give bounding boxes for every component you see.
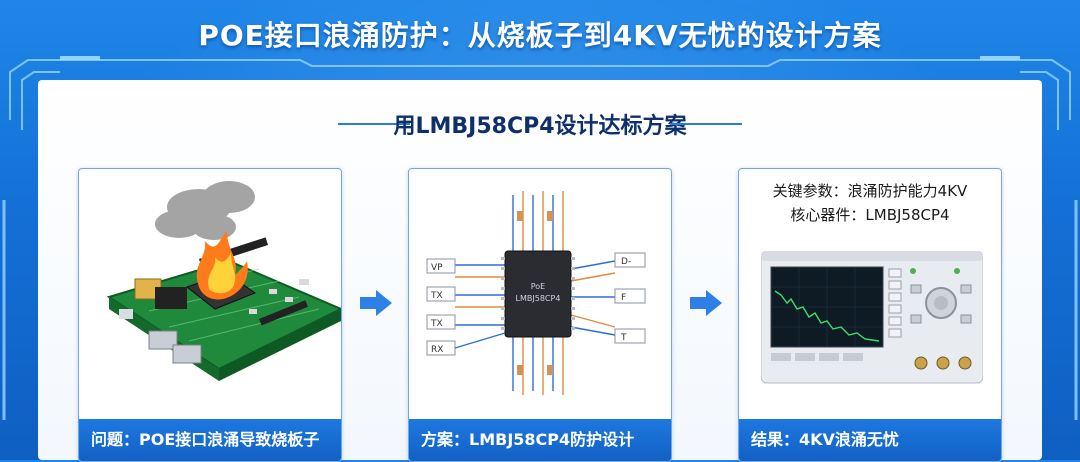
right-arrow-icon bbox=[360, 290, 392, 316]
subtitle-row: 用LMBJ58CP4设计达标方案 bbox=[38, 108, 1042, 139]
chip-label-line1: PoE bbox=[531, 282, 546, 291]
result-card: 关键参数：浪涌防护能力4KV 核心器件：LMBJ58CP4 bbox=[738, 168, 1002, 462]
subtitle: 用LMBJ58CP4设计达标方案 bbox=[393, 114, 687, 139]
right-arrow-icon bbox=[690, 290, 722, 316]
key-params: 关键参数：浪涌防护能力4KV 核心器件：LMBJ58CP4 bbox=[739, 179, 1001, 227]
solution-card: PoE LMBJ58CP4 VP TX TX RX D- F T bbox=[408, 168, 672, 462]
oscilloscope-image bbox=[761, 251, 983, 384]
left-label-4: RX bbox=[431, 345, 443, 355]
solution-footer: 方案：LMBJ58CP4防护设计 bbox=[409, 419, 671, 461]
burning-pcb-image bbox=[106, 181, 341, 381]
problem-card: 问题：POE接口浪涌导致烧板子 bbox=[78, 168, 342, 462]
subtitle-line-right bbox=[670, 123, 742, 125]
page-title: POE接口浪涌防护：从烧板子到4KV无忧的设计方案 bbox=[198, 19, 882, 52]
left-label-2: TX bbox=[430, 291, 443, 301]
param-core-device: 核心器件：LMBJ58CP4 bbox=[790, 206, 950, 224]
right-label-1: D- bbox=[621, 257, 631, 267]
right-label-3: T bbox=[620, 333, 627, 343]
problem-footer: 问题：POE接口浪涌导致烧板子 bbox=[79, 419, 341, 461]
content-panel: 用LMBJ58CP4设计达标方案 bbox=[38, 80, 1042, 462]
chip-label-line2: LMBJ58CP4 bbox=[516, 294, 561, 303]
subtitle-line-left bbox=[338, 123, 410, 125]
right-label-2: F bbox=[621, 293, 626, 303]
result-footer: 结果：4KV浪涌无忧 bbox=[739, 419, 1001, 461]
param-surge-capacity: 关键参数：浪涌防护能力4KV bbox=[772, 182, 968, 200]
left-label-1: VP bbox=[431, 263, 443, 273]
chip-schematic-image: PoE LMBJ58CP4 VP TX TX RX D- F T bbox=[426, 191, 646, 395]
left-label-3: TX bbox=[430, 319, 443, 329]
